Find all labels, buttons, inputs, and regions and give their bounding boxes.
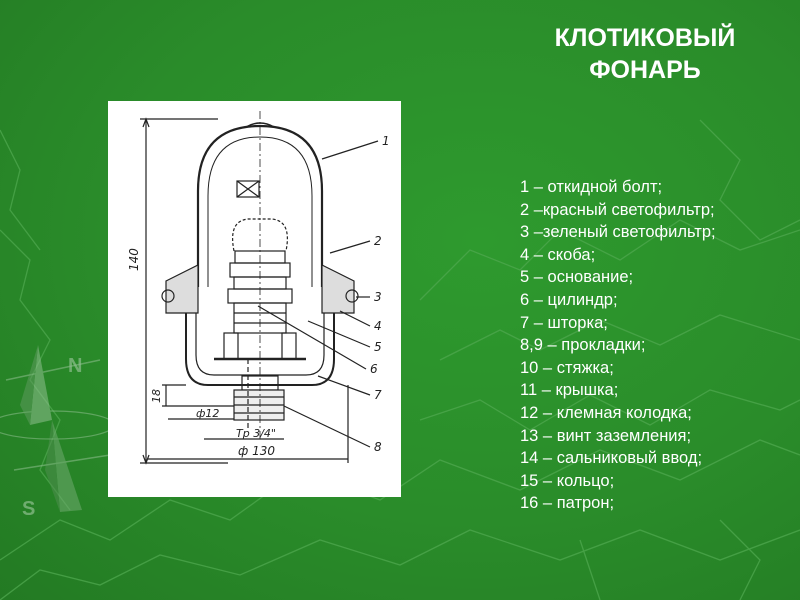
legend-item: 12 – клемная колодка; xyxy=(520,403,692,422)
slide-title: КЛОТИКОВЫЙ ФОНАРЬ xyxy=(520,22,770,86)
compass-north-label: N xyxy=(68,355,82,377)
legend-item: 16 – патрон; xyxy=(520,494,615,513)
legend-item: 2 –красный светофильтр; xyxy=(520,200,715,219)
legend-item: 15 – кольцо; xyxy=(520,471,615,490)
legend-item: 1 – откидной болт; xyxy=(520,178,663,196)
callout-3: 3 xyxy=(374,290,382,304)
legend-item: 6 – цилиндр; xyxy=(520,290,618,309)
legend-item: 11 – крышка; xyxy=(520,381,619,400)
dimension-phi12-label: ф12 xyxy=(196,407,219,420)
legend-item: 10 – стяжка; xyxy=(520,358,614,377)
callout-8: 8 xyxy=(374,440,382,454)
dimension-height-label: 140 xyxy=(127,248,141,271)
dimension-base-label: 18 xyxy=(150,389,163,403)
lantern-technical-drawing: 1 2 3 4 5 6 7 8 140 18 ф12 Тр 3/4" ф 130 xyxy=(127,111,390,465)
legend-item: 14 – сальниковый ввод; xyxy=(520,449,703,468)
technical-drawing-panel: 1 2 3 4 5 6 7 8 140 18 ф12 Тр 3/4" ф 130 xyxy=(108,101,401,497)
callout-1: 1 xyxy=(382,134,390,148)
callout-6: 6 xyxy=(370,362,378,376)
legend-item: 4 – скоба; xyxy=(520,245,596,264)
slide-title-line-1: КЛОТИКОВЫЙ xyxy=(554,24,736,52)
callout-5: 5 xyxy=(374,340,382,354)
legend-item: 3 –зеленый светофильтр; xyxy=(520,223,716,242)
legend-item: 8,9 – прокладки; xyxy=(520,336,646,355)
legend-item: 13 – винт заземления; xyxy=(520,426,692,445)
callout-4: 4 xyxy=(374,319,382,333)
compass-south-label: S xyxy=(22,498,35,520)
dimension-thread-label: Тр 3/4" xyxy=(236,427,276,440)
callout-7: 7 xyxy=(374,388,382,402)
legend-item: 7 – шторка; xyxy=(520,313,608,332)
dimension-phi130-label: ф 130 xyxy=(238,444,275,458)
parts-legend: 1 – откидной болт; 2 –красный светофильт… xyxy=(520,176,790,515)
callout-2: 2 xyxy=(374,234,382,248)
legend-item: 5 – основание; xyxy=(520,268,634,287)
compass-rose-icon xyxy=(0,345,115,512)
slide-title-line-2: ФОНАРЬ xyxy=(589,56,701,84)
